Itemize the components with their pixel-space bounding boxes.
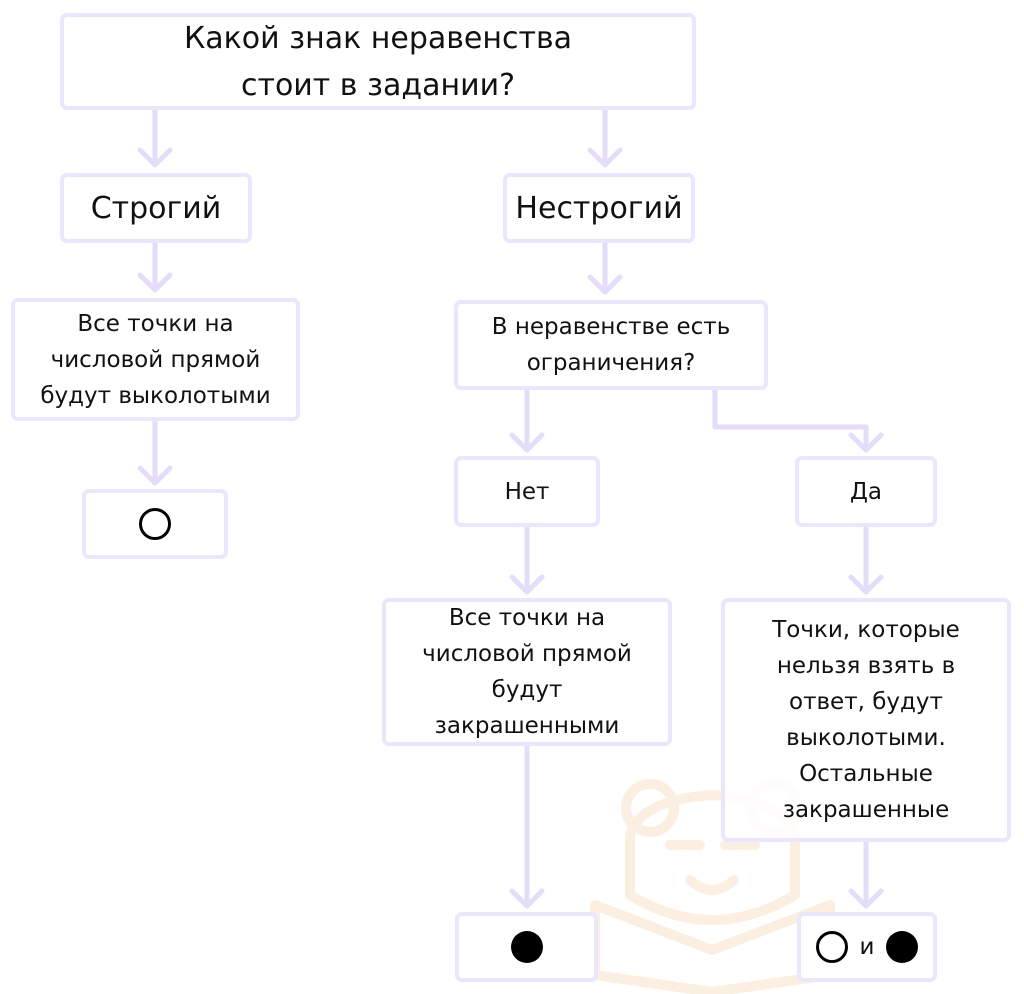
connector-strict-to-result: [137, 240, 173, 293]
connector-question-to-yes: [712, 387, 884, 453]
question-sign-text: Какой знак неравенства стоит в задании?: [183, 20, 573, 103]
and-text: и: [859, 934, 875, 960]
yes-symbol-box: и: [797, 912, 937, 982]
connector-non-strict-to-question: [587, 240, 623, 295]
yes-result-box: Точки, которые нельзя взять в ответ, буд…: [721, 598, 1011, 842]
yes-text: Да: [849, 478, 883, 505]
connector-question-to-strict: [137, 107, 173, 168]
yes-result-text: Точки, которые нельзя взять в ответ, буд…: [772, 617, 960, 823]
no-result-text: Все точки на числовой прямой будут закра…: [422, 605, 632, 739]
connector-no-to-result: [509, 524, 545, 595]
open-circle-icon: [139, 508, 171, 540]
no-symbol-box: [455, 912, 598, 982]
open-circle-icon: [815, 931, 848, 963]
question-limits-text: В неравенстве есть ограничения?: [491, 314, 731, 376]
connector-yes-to-result: [848, 524, 884, 595]
connector-question-to-no: [509, 387, 545, 453]
question-sign-box: Какой знак неравенства стоит в задании?: [60, 13, 696, 110]
no-text: Нет: [504, 478, 550, 505]
yes-box: Да: [795, 456, 937, 527]
no-result-box: Все точки на числовой прямой будут закра…: [382, 598, 672, 746]
connector-strict-result-to-symbol: [137, 418, 173, 486]
filled-circle-icon: [886, 931, 919, 963]
non-strict-text: Нестрогий: [515, 190, 683, 226]
strict-symbol-box: [82, 489, 228, 559]
no-box: Нет: [454, 456, 600, 527]
connector-no-result-to-symbol: [509, 743, 545, 909]
connector-yes-result-to-symbol: [848, 839, 884, 909]
strict-result-box: Все точки на числовой прямой будут выкол…: [11, 298, 300, 421]
question-limits-box: В неравенстве есть ограничения?: [454, 300, 768, 390]
non-strict-box: Нестрогий: [503, 173, 695, 243]
connector-question-to-non-strict: [587, 107, 623, 168]
filled-circle-icon: [510, 931, 543, 963]
strict-box: Строгий: [60, 173, 252, 243]
strict-text: Строгий: [90, 190, 222, 226]
strict-result-text: Все точки на числовой прямой будут выкол…: [40, 310, 271, 409]
